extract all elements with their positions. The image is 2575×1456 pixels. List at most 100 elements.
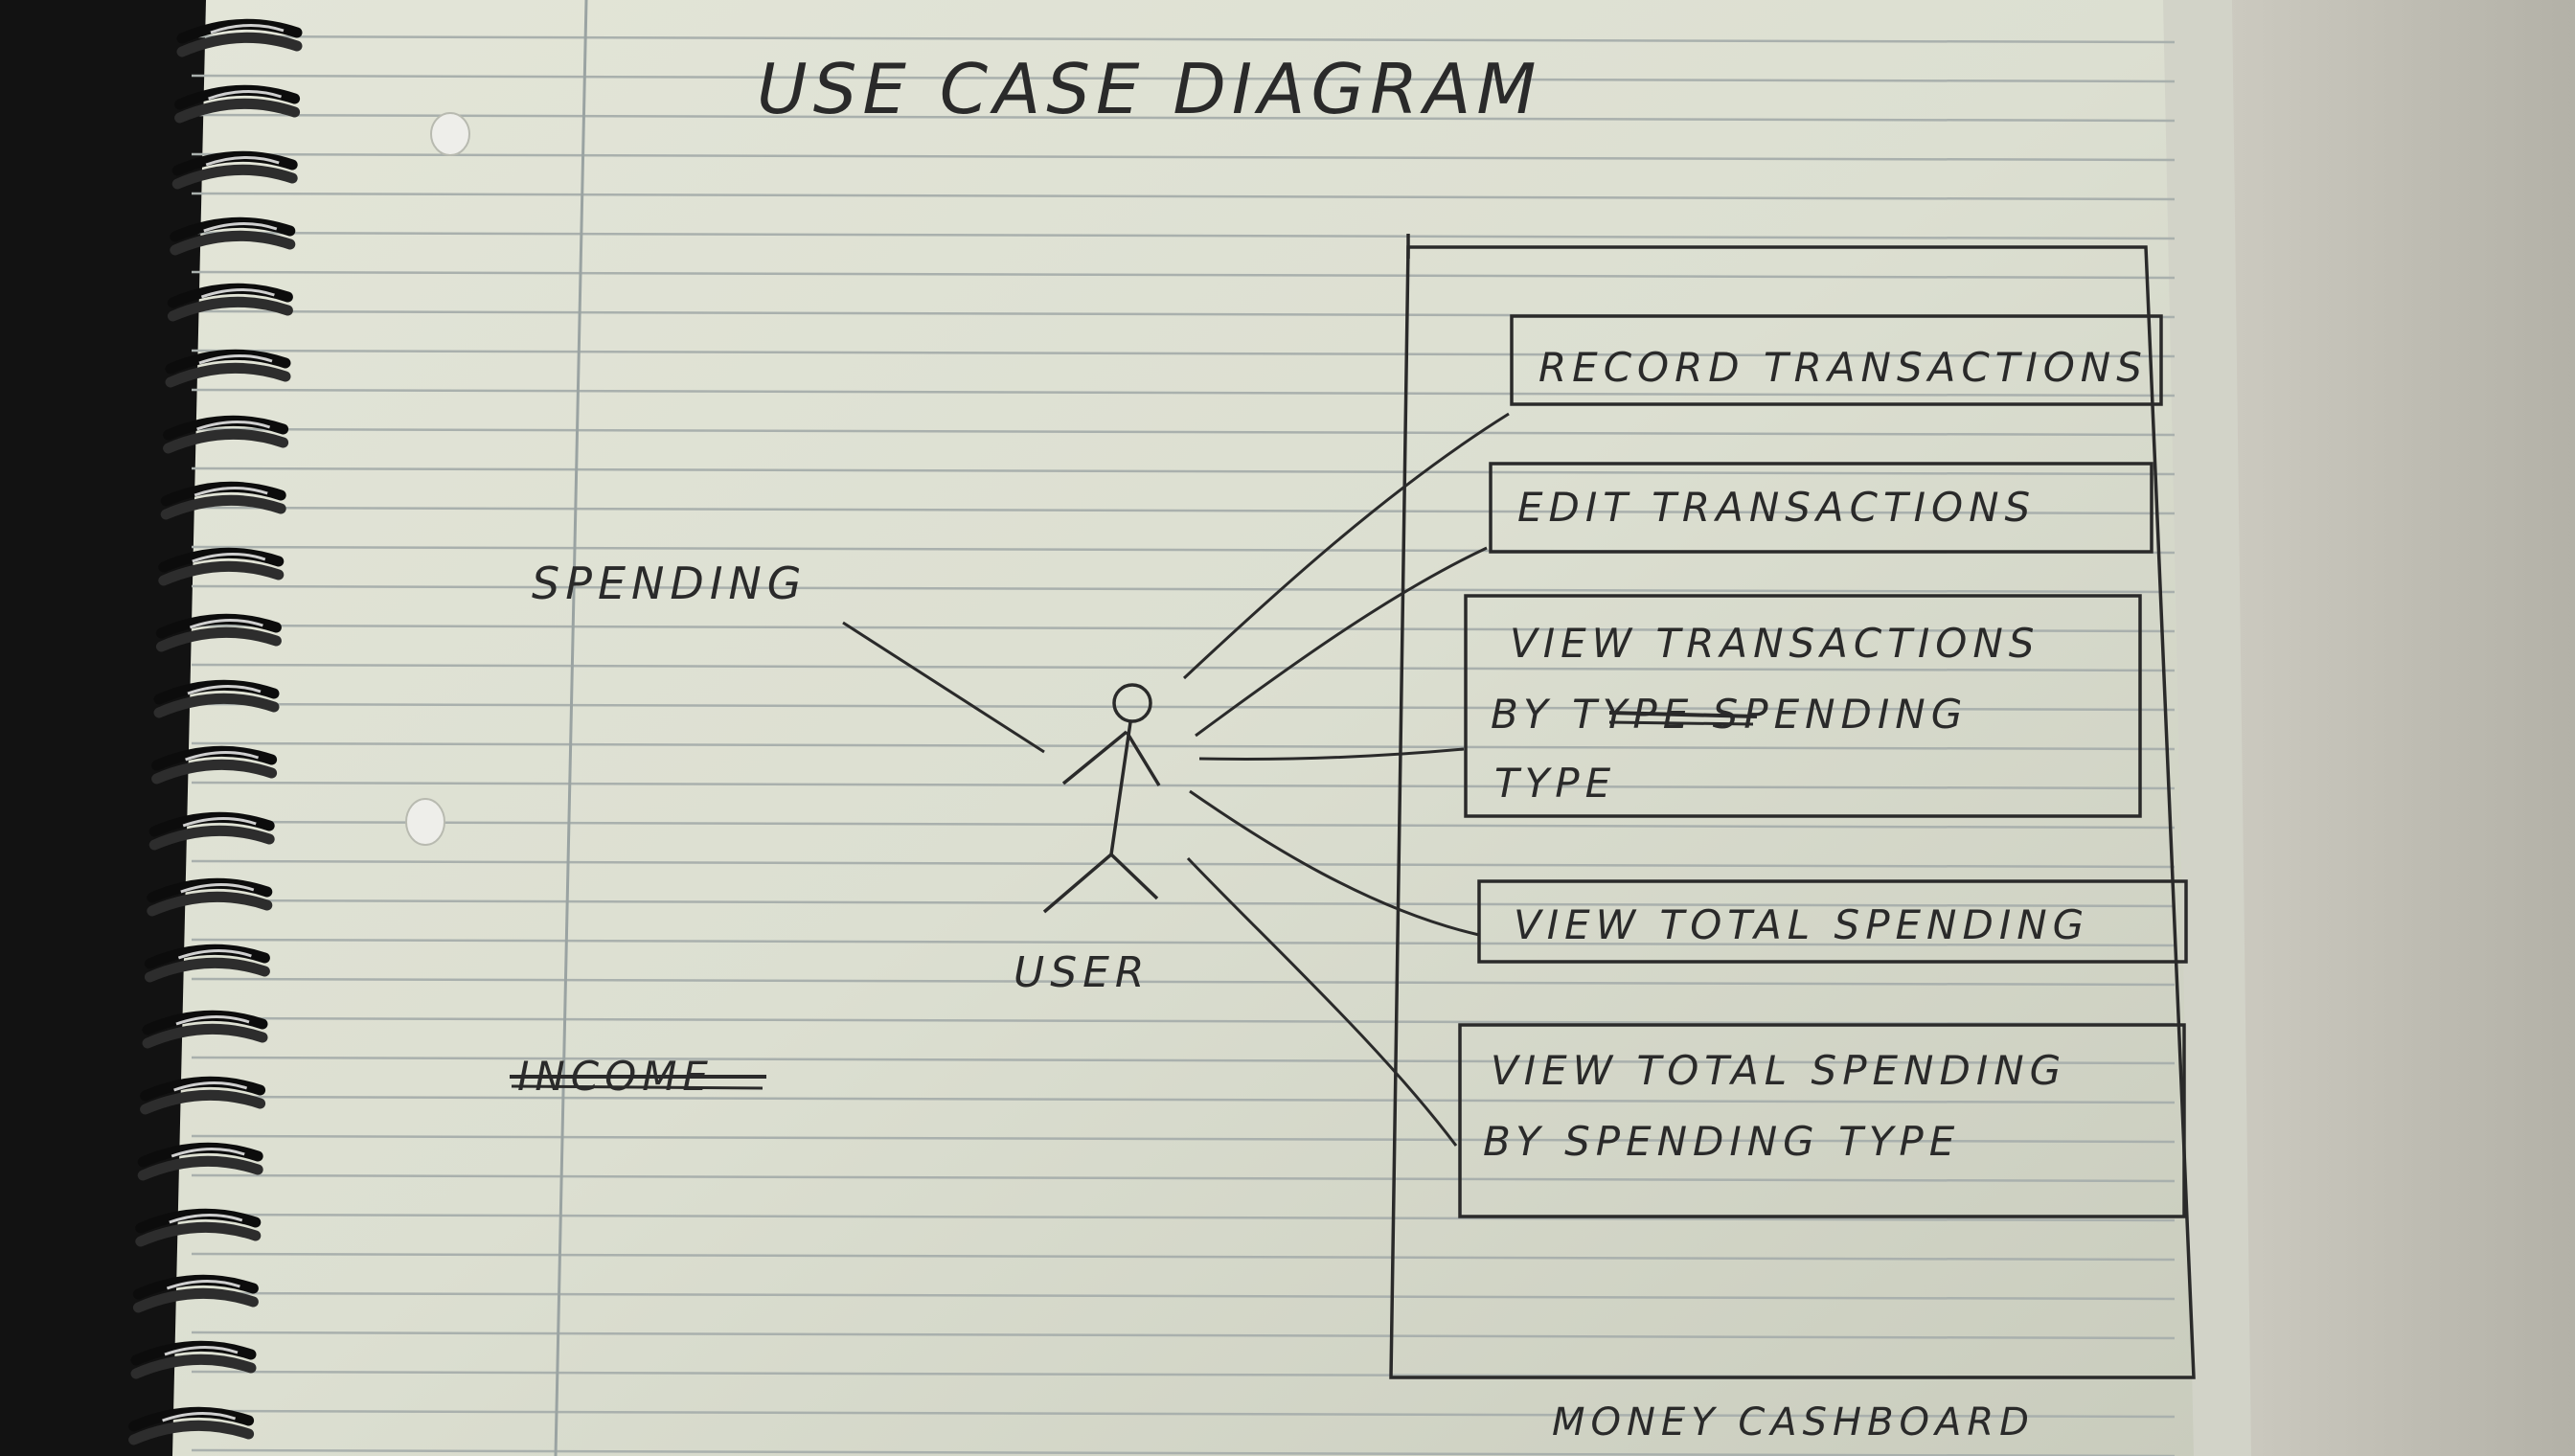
type-strike bbox=[1608, 711, 1758, 718]
use-case-record-transactions: RECORD TRANSACTIONS bbox=[1510, 314, 2163, 406]
spiral-coil bbox=[158, 547, 285, 586]
rule-line bbox=[191, 270, 2176, 280]
use-case-label: VIEW TOTAL SPENDING bbox=[1514, 901, 2089, 948]
use-case-view-transactions-by-type: VIEW TRANSACTIONS BY TYPE SPENDING TYPE bbox=[1464, 594, 2142, 818]
spiral-coil bbox=[147, 877, 273, 917]
spiral-coil bbox=[142, 1010, 268, 1049]
rule-line bbox=[191, 663, 2176, 672]
rule-line bbox=[191, 899, 2176, 908]
actor-label: USER bbox=[1014, 948, 1151, 997]
rule-line bbox=[191, 741, 2176, 751]
association-line bbox=[1189, 789, 1480, 937]
use-case-edit-transactions: EDIT TRANSACTIONS bbox=[1489, 462, 2153, 554]
actor-head bbox=[1112, 683, 1152, 723]
margin-line bbox=[554, 0, 588, 1456]
spiral-coil bbox=[140, 1076, 266, 1115]
rule-line bbox=[191, 977, 2176, 987]
use-case-box bbox=[1464, 594, 2142, 818]
association-line bbox=[1182, 412, 1510, 680]
association-line bbox=[1198, 747, 1465, 762]
desk-surface bbox=[2184, 0, 2575, 1456]
rule-line bbox=[191, 231, 2176, 240]
actor-arm bbox=[1061, 730, 1128, 785]
rule-line bbox=[191, 34, 2176, 44]
system-label: MONEY CASHBOARD bbox=[1552, 1400, 2035, 1445]
use-case-box bbox=[1489, 462, 2153, 554]
spending-label: SPENDING bbox=[532, 557, 807, 609]
rule-line bbox=[191, 466, 2176, 476]
use-case-label: BY SPENDING TYPE bbox=[1483, 1118, 1960, 1165]
spiral-coil bbox=[170, 216, 296, 256]
spiral-coil bbox=[153, 679, 280, 718]
rule-line bbox=[191, 584, 2176, 594]
use-case-label: VIEW TRANSACTIONS bbox=[1510, 620, 2039, 667]
rule-line bbox=[191, 349, 2176, 358]
rule-line bbox=[191, 1095, 2176, 1104]
actor-user bbox=[1042, 683, 1161, 914]
spiral-coil bbox=[171, 150, 298, 190]
use-case-box bbox=[1477, 879, 2188, 964]
spiral-coil bbox=[165, 349, 291, 388]
rule-line bbox=[191, 1134, 2176, 1144]
rule-line bbox=[191, 74, 2176, 83]
spiral-coil bbox=[163, 415, 289, 454]
use-case-view-total-spending-by-type: VIEW TOTAL SPENDING BY SPENDING TYPE bbox=[1458, 1023, 2186, 1218]
type-strike bbox=[1608, 720, 1754, 726]
rule-line bbox=[191, 506, 2176, 515]
rule-line bbox=[191, 859, 2176, 869]
rule-line bbox=[191, 427, 2176, 437]
rule-line bbox=[191, 1448, 2176, 1456]
punch-hole bbox=[405, 798, 445, 846]
ruled-lines bbox=[191, 34, 2176, 1456]
spiral-coil bbox=[151, 745, 278, 785]
spiral-coil bbox=[176, 18, 303, 57]
spiral-coil bbox=[155, 613, 282, 652]
actor-body bbox=[1109, 721, 1132, 855]
use-case-label: EDIT TRANSACTIONS bbox=[1517, 484, 2036, 531]
use-case-label: RECORD TRANSACTIONS bbox=[1538, 344, 2148, 391]
spiral-coil bbox=[160, 481, 286, 520]
spiral-coil bbox=[128, 1406, 255, 1445]
rule-line bbox=[191, 1016, 2176, 1026]
rule-line bbox=[191, 1213, 2176, 1222]
association-line bbox=[1186, 856, 1458, 1147]
rule-line bbox=[191, 938, 2176, 947]
rule-line bbox=[191, 1331, 2176, 1340]
use-case-label: VIEW TOTAL SPENDING bbox=[1491, 1047, 2066, 1094]
use-case-label: TYPE bbox=[1494, 760, 1616, 807]
rule-line bbox=[191, 113, 2176, 123]
rule-line bbox=[191, 1291, 2176, 1301]
rule-line bbox=[191, 388, 2176, 398]
rule-line bbox=[191, 1252, 2176, 1262]
rule-line bbox=[191, 1056, 2176, 1065]
system-boundary bbox=[1389, 245, 2196, 1379]
actor-arm bbox=[1125, 731, 1161, 786]
spiral-coil bbox=[148, 811, 275, 851]
rule-line bbox=[191, 1409, 2176, 1419]
rule-line bbox=[191, 192, 2176, 201]
association-line bbox=[1195, 546, 1488, 738]
actor-leg bbox=[1042, 853, 1113, 914]
spiral-coil bbox=[135, 1208, 262, 1247]
use-case-box bbox=[1458, 1023, 2186, 1218]
spiral-coil bbox=[167, 283, 293, 322]
association-lines bbox=[1182, 412, 1510, 1147]
use-case-view-total-spending: VIEW TOTAL SPENDING bbox=[1477, 879, 2188, 964]
paper-sheet bbox=[172, 0, 2194, 1456]
spiral-coil bbox=[174, 84, 301, 124]
rule-line bbox=[191, 820, 2176, 830]
use-case-box bbox=[1510, 314, 2163, 406]
spiral-coil bbox=[144, 944, 270, 983]
spending-association-line bbox=[842, 621, 1045, 754]
spiral-coil bbox=[130, 1340, 257, 1379]
rule-line bbox=[191, 152, 2176, 162]
spiral-binding bbox=[128, 18, 303, 1445]
rule-line bbox=[191, 781, 2176, 790]
income-strike bbox=[511, 1084, 763, 1090]
spiral-coil bbox=[137, 1142, 263, 1181]
rule-line bbox=[191, 702, 2176, 712]
diagram-title: USE CASE DIAGRAM bbox=[757, 49, 1542, 129]
rule-line bbox=[191, 1173, 2176, 1183]
punch-hole bbox=[430, 112, 470, 156]
